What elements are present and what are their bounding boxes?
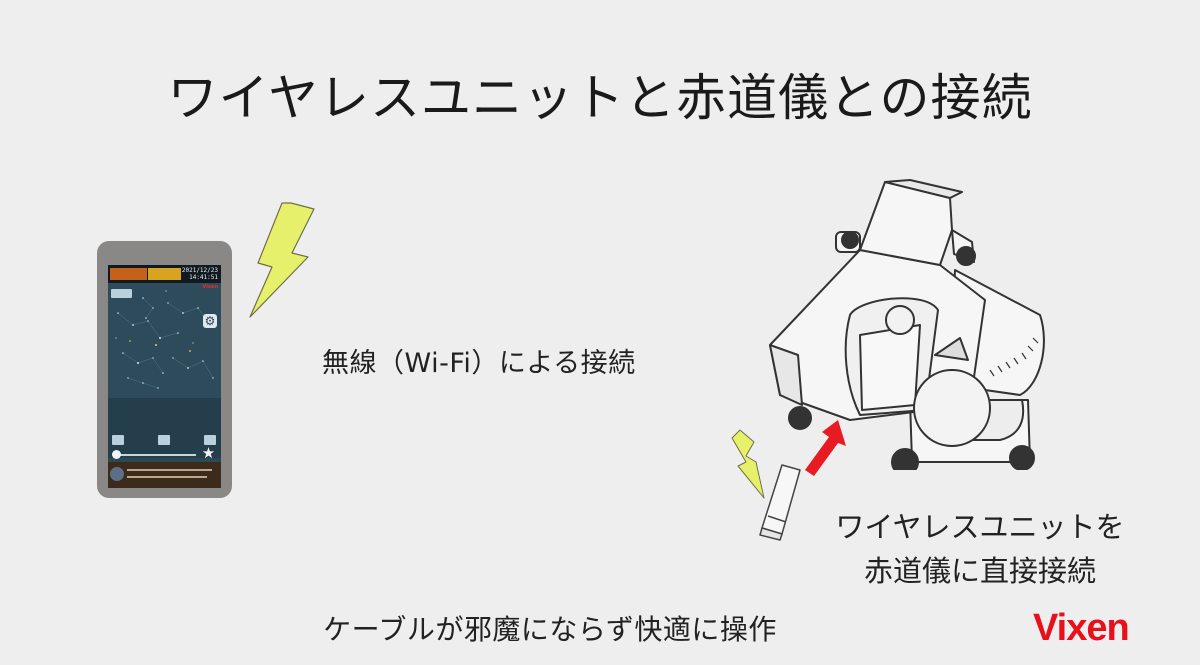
star-map-graphic bbox=[115, 290, 214, 389]
control-button-3 bbox=[204, 435, 216, 445]
lightning-bolt-icon bbox=[249, 202, 315, 318]
info-text-line bbox=[127, 476, 207, 478]
screen-control-area bbox=[108, 398, 221, 458]
screen-brand-label: Vixen bbox=[202, 284, 218, 290]
info-text-line bbox=[127, 469, 212, 471]
control-button-2 bbox=[158, 435, 170, 445]
target-select-button bbox=[111, 289, 132, 298]
slide-title: ワイヤレスユニットと赤道儀との接続 bbox=[167, 69, 1033, 127]
wireless-unit-label-line1: ワイヤレスユニットを bbox=[835, 510, 1125, 544]
wireless-unit-label: ワイヤレスユニットを 赤道儀に直接接続 bbox=[795, 505, 1165, 593]
object-thumbnail bbox=[110, 467, 124, 481]
bottom-caption: ケーブルが邪魔にならず快適に操作 bbox=[323, 613, 777, 646]
app-logo-image-2 bbox=[148, 268, 181, 280]
object-info-bar bbox=[108, 462, 221, 488]
app-header: 2021/12/23 14:41:51 bbox=[108, 265, 221, 283]
speed-slider-knob bbox=[112, 450, 121, 459]
control-button-1 bbox=[112, 435, 124, 445]
small-lightning-bolt-icon bbox=[731, 429, 765, 499]
speed-slider-track bbox=[114, 454, 196, 456]
star-icon: ★ bbox=[201, 444, 216, 462]
star-map bbox=[108, 283, 221, 398]
screen-date: 2021/12/23 bbox=[181, 267, 218, 274]
red-arrow-icon bbox=[805, 420, 846, 476]
wifi-connection-label: 無線（Wi-Fi）による接続 bbox=[322, 348, 636, 379]
phone-screen: 2021/12/23 14:41:51 bbox=[108, 265, 221, 488]
app-logo-image bbox=[110, 268, 147, 280]
smartphone-illustration: 2021/12/23 14:41:51 bbox=[97, 241, 232, 498]
wireless-unit-illustration bbox=[759, 464, 801, 541]
gear-icon: ⚙ bbox=[203, 314, 217, 328]
equatorial-mount-illustration bbox=[769, 179, 1045, 470]
vixen-logo: Vixen bbox=[1033, 607, 1130, 649]
screen-time: 14:41:51 bbox=[189, 274, 218, 281]
wireless-unit-label-line2: 赤道儀に直接接続 bbox=[863, 554, 1096, 588]
